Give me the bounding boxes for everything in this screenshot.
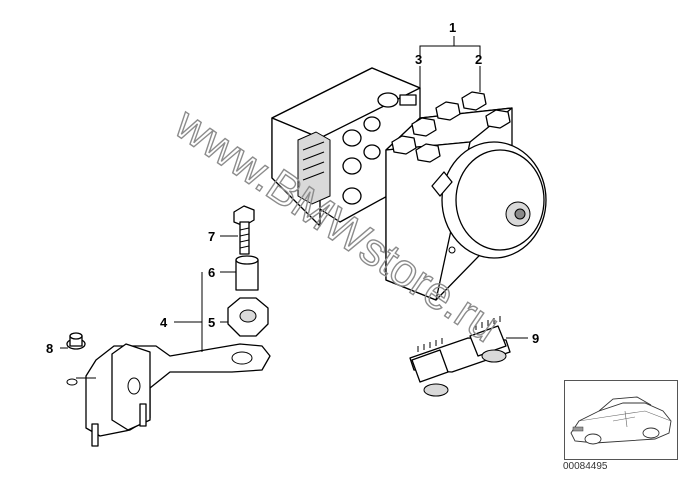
callout-5: 5 [208,315,215,330]
callout-3: 3 [415,52,422,67]
bracket [66,343,271,447]
abs-hydraulic-unit [271,67,547,301]
vehicle-reference-thumbnail [564,380,678,460]
collar-screw [66,332,86,350]
rubber-mount [227,297,269,337]
callout-2: 2 [475,52,482,67]
callout-9: 9 [532,331,539,346]
damping-elements [409,316,511,397]
callout-7: 7 [208,229,215,244]
callout-8: 8 [46,341,53,356]
callout-4: 4 [160,315,168,330]
car-outline-icon [570,396,672,445]
callout-6: 6 [208,265,215,280]
callout-1: 1 [449,20,456,35]
bushing [235,255,259,291]
hex-bolt [233,205,255,255]
leader-lines [60,36,528,352]
diagram-reference-number: 00084495 [563,461,608,472]
